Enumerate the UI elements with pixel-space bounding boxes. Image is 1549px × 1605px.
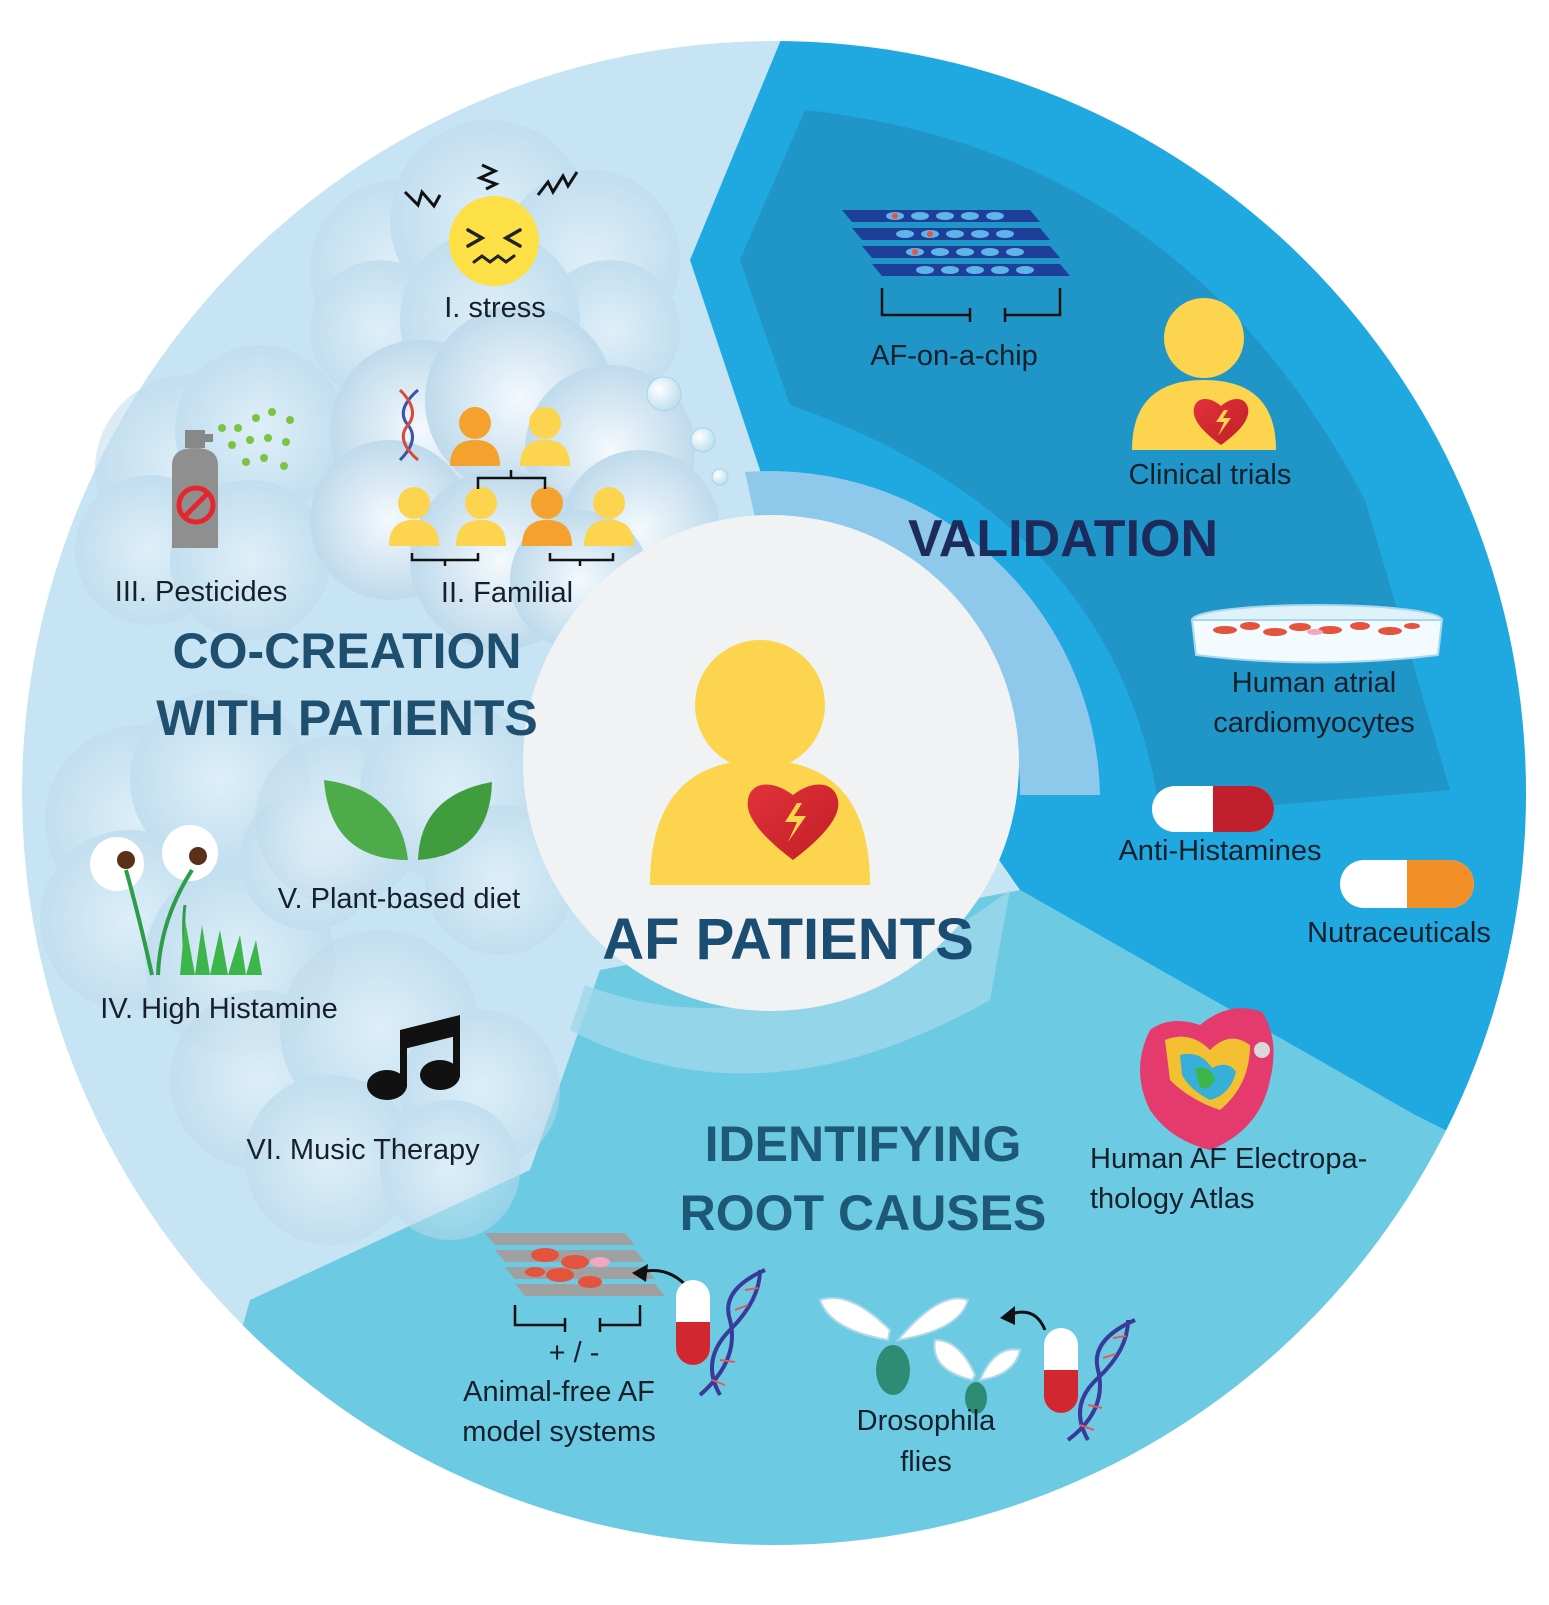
lightning-icon xyxy=(785,803,806,842)
stress-label: I. stress xyxy=(444,292,546,324)
pesticides-label: III. Pesticides xyxy=(114,576,288,608)
cloud-music xyxy=(170,930,560,1245)
music-therapy-label: VI. Music Therapy xyxy=(246,1134,480,1166)
clinical-trials-label: Clinical trials xyxy=(1128,459,1292,491)
plant-diet-label: V. Plant-based diet xyxy=(277,883,521,915)
leaves-icon xyxy=(324,780,492,860)
atlas-label-line2: thology Atlas xyxy=(1090,1183,1255,1215)
co-creation-title-line1: CO-CREATION xyxy=(172,623,522,679)
dna-small-icon xyxy=(398,388,419,462)
petri-dish-icon xyxy=(1190,604,1444,664)
cardiomyocytes-label-line2: cardiomyocytes xyxy=(1213,707,1415,739)
nutraceutical-pill-icon xyxy=(1340,860,1474,908)
co-creation-title-line2: WITH PATIENTS xyxy=(156,690,538,746)
center-title: AF PATIENTS xyxy=(602,907,974,972)
heart-icon xyxy=(747,784,839,860)
animal-free-model-icon xyxy=(485,1233,692,1332)
af-chip-label: AF-on-a-chip xyxy=(870,340,1038,372)
atlas-label-line1: Human AF Electropa- xyxy=(1090,1143,1368,1175)
high-histamine-label: IV. High Histamine xyxy=(100,993,338,1025)
af-chip-icon xyxy=(842,210,1070,322)
animal-free-label-line2: model systems xyxy=(462,1416,656,1448)
plus-minus-label: + / - xyxy=(548,1337,600,1369)
familial-label: II. Familial xyxy=(440,577,574,609)
dandelion-icon xyxy=(90,825,262,976)
stress-zigzag-icon xyxy=(403,163,579,209)
root-arc xyxy=(570,890,1010,1074)
drosophila-label-line2: flies xyxy=(900,1446,952,1478)
pesticide-spray-icon xyxy=(172,408,294,548)
music-note-icon xyxy=(367,1015,460,1100)
nutraceuticals-label: Nutraceuticals xyxy=(1307,917,1491,949)
family-tree-icon xyxy=(389,407,634,566)
clinical-trial-person-icon xyxy=(1132,298,1276,450)
drosophila-label-line1: Drosophila xyxy=(856,1405,996,1437)
heart-atlas-icon xyxy=(1140,1008,1274,1150)
cardiomyocytes-label-line1: Human atrial xyxy=(1231,667,1397,699)
root-causes-title-line1: IDENTIFYING xyxy=(704,1116,1022,1172)
root-causes-title-line2: ROOT CAUSES xyxy=(679,1185,1047,1241)
capsule-dna-icon-left xyxy=(676,1268,766,1397)
center-patient-icon xyxy=(650,640,870,885)
antihistamine-pill-icon xyxy=(1152,786,1274,832)
drosophila-icon xyxy=(818,1297,1047,1414)
antihistamines-label: Anti-Histamines xyxy=(1118,835,1322,867)
validation-title: VALIDATION xyxy=(907,510,1219,568)
capsule-dna-icon-right xyxy=(1044,1318,1136,1442)
stress-face-icon xyxy=(449,196,539,286)
animal-free-label-line1: Animal-free AF xyxy=(463,1376,655,1408)
